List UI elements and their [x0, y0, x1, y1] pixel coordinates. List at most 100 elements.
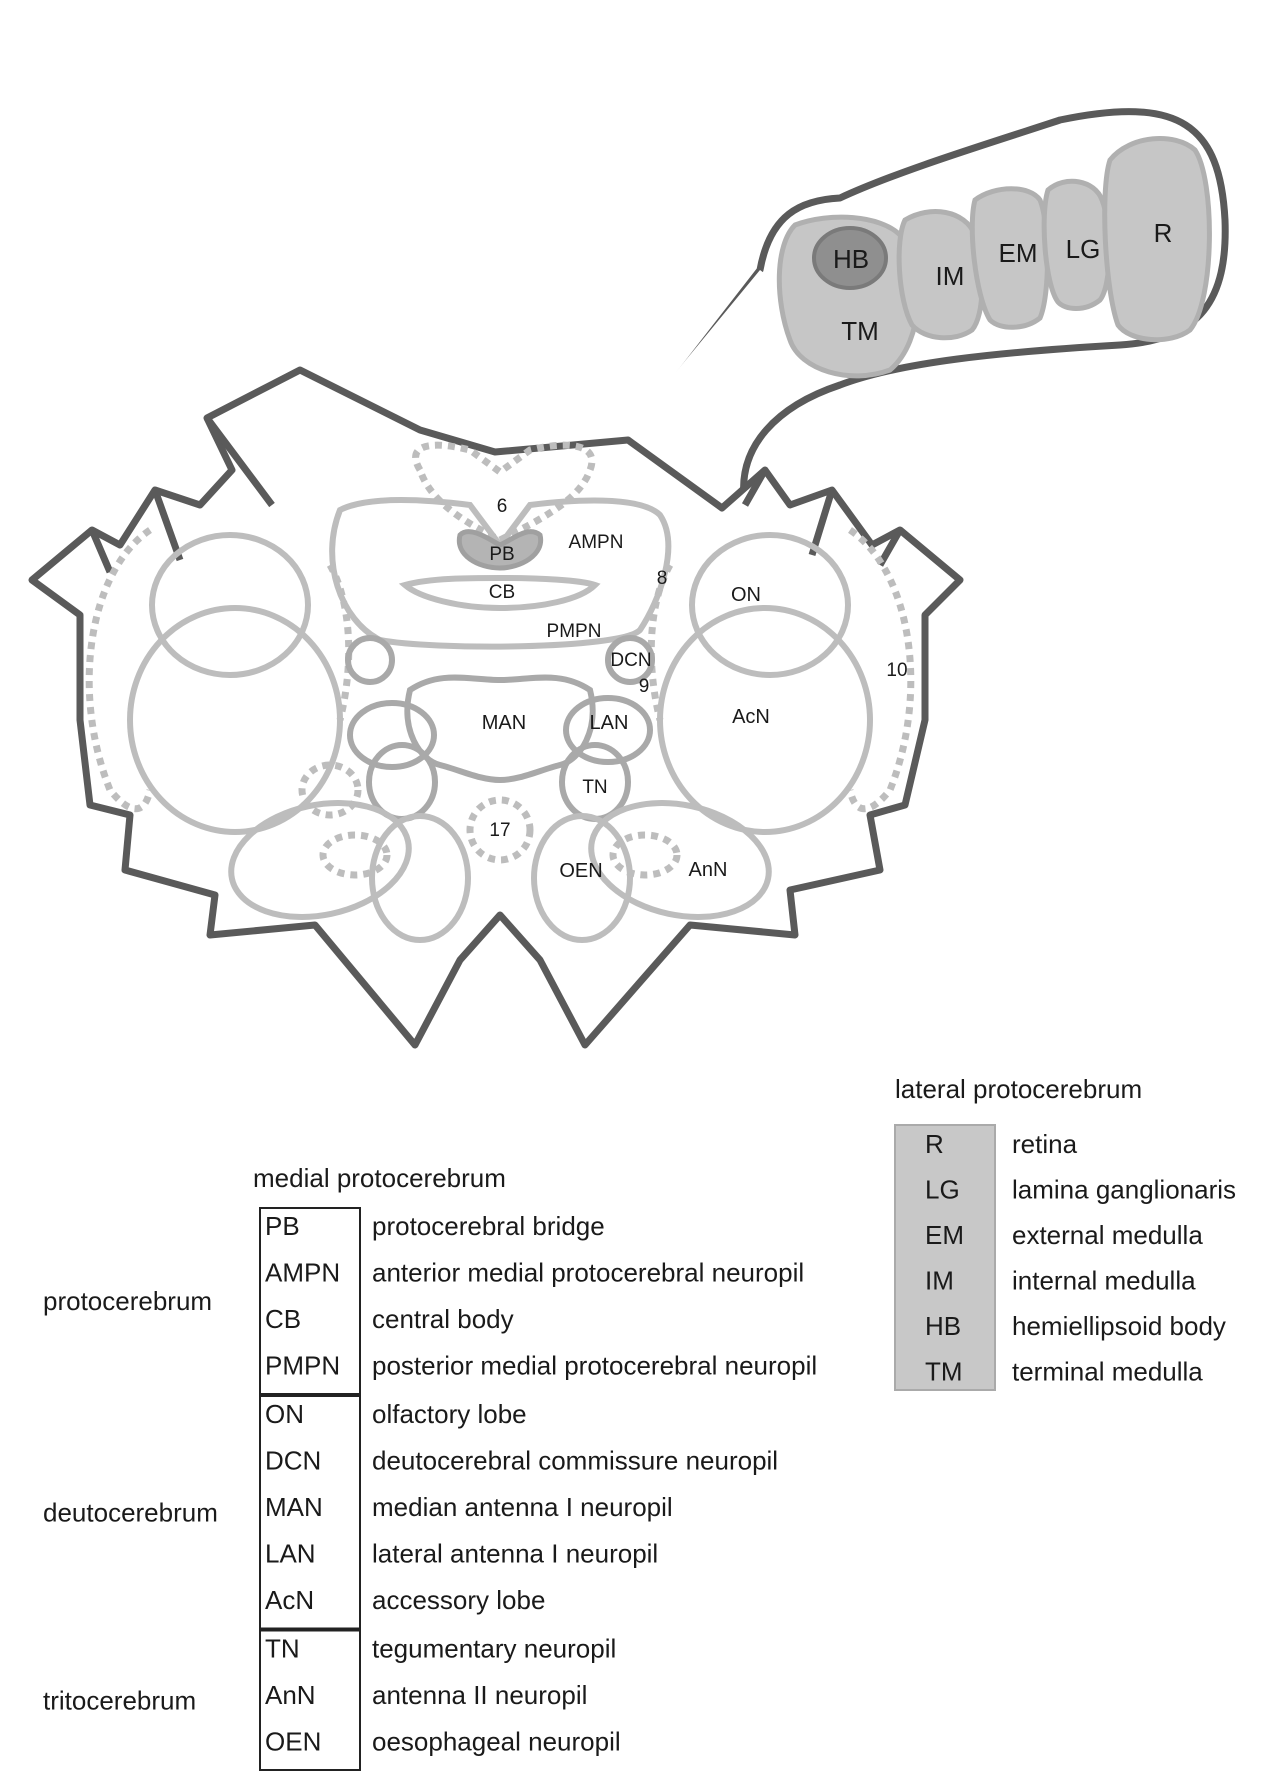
- legend-name: anterior medial protocerebral neuropil: [372, 1258, 804, 1288]
- legend-name: posterior medial protocerebral neuropil: [372, 1351, 817, 1381]
- label-17: 17: [489, 820, 510, 841]
- legend-abbr: LG: [925, 1175, 960, 1205]
- legend-name: oesophageal neuropil: [372, 1727, 621, 1757]
- region-oen-left: [369, 813, 471, 943]
- legend-name: protocerebral bridge: [372, 1211, 605, 1241]
- legend-abbr: AcN: [265, 1585, 314, 1615]
- region-17: [466, 796, 534, 864]
- region-8-right: [647, 563, 674, 721]
- legend-abbr: OEN: [265, 1727, 321, 1757]
- neuropils: [85, 441, 915, 943]
- legend-name: external medulla: [1012, 1220, 1203, 1250]
- label-r: R: [1154, 218, 1173, 248]
- legend-name: deutocerebral commissure neuropil: [372, 1446, 778, 1476]
- legend-abbr: AnN: [265, 1680, 316, 1710]
- region-ann-left-inner: [319, 831, 391, 879]
- region-ann-right-inner: [609, 831, 681, 879]
- region-labels: 6 PB AMPN 8 CB ON PMPN DCN 10 9 MAN LAN …: [482, 496, 908, 882]
- legend-abbr: AMPN: [265, 1258, 340, 1288]
- label-lan: LAN: [590, 712, 629, 734]
- lobe-im: [896, 209, 985, 341]
- region-dcn-left: [345, 635, 395, 685]
- label-acn: AcN: [732, 706, 770, 728]
- legend-name: median antenna I neuropil: [372, 1492, 673, 1522]
- region-lan-left: [347, 700, 437, 770]
- lateral-abbr-box: [894, 1124, 996, 1391]
- medial-heading: medial protocerebrum: [253, 1163, 506, 1193]
- eyestalk: HB TM IM EM LG R: [610, 108, 1229, 512]
- legend-name: hemiellipsoid body: [1012, 1311, 1226, 1341]
- legend-abbr: DCN: [265, 1446, 321, 1476]
- label-8: 8: [657, 568, 668, 589]
- label-pb: PB: [489, 544, 514, 565]
- label-dcn: DCN: [610, 650, 651, 671]
- legend-name: lateral antenna I neuropil: [372, 1539, 658, 1569]
- region-9-left: [298, 761, 362, 819]
- label-cb: CB: [489, 582, 515, 603]
- label-9: 9: [639, 676, 650, 697]
- region-10-right: [846, 527, 915, 813]
- label-ampn: AMPN: [569, 532, 624, 553]
- label-lg: LG: [1066, 234, 1101, 264]
- legend-name: retina: [1012, 1129, 1078, 1159]
- legend-group-box: [259, 1629, 361, 1771]
- label-im: IM: [936, 261, 965, 291]
- legend-abbr: TM: [925, 1357, 963, 1387]
- legend-name: internal medulla: [1012, 1266, 1196, 1296]
- legend-abbr: CB: [265, 1304, 301, 1334]
- label-hb: HB: [833, 244, 869, 274]
- region-lan-right: [563, 695, 653, 765]
- label-10: 10: [886, 660, 907, 681]
- label-pmpn: PMPN: [547, 621, 602, 642]
- medial-legend: medial protocerebrum protocerebrum PB prot…: [43, 1163, 817, 1771]
- region-ann-right: [588, 800, 772, 920]
- label-6: 6: [497, 496, 508, 517]
- legend-abbr: TN: [265, 1634, 300, 1664]
- legend-abbr: PMPN: [265, 1351, 340, 1381]
- region-pb: [456, 529, 544, 571]
- legend-abbr: MAN: [265, 1492, 323, 1522]
- label-on: ON: [731, 584, 761, 606]
- legend-abbr: ON: [265, 1399, 304, 1429]
- legend-abbr: HB: [925, 1311, 961, 1341]
- lobe-em: [969, 186, 1050, 330]
- legend-group-label: protocerebrum: [43, 1286, 212, 1316]
- legend-name: olfactory lobe: [372, 1399, 527, 1429]
- label-tm: TM: [841, 316, 879, 346]
- region-8-left: [326, 563, 353, 721]
- lobe-hb: [812, 226, 888, 290]
- left-flap: [88, 415, 275, 574]
- legend-group-label: tritocerebrum: [43, 1685, 196, 1715]
- region-10-left: [85, 527, 154, 813]
- region-on-right: [689, 532, 851, 678]
- legend-name: accessory lobe: [372, 1585, 545, 1615]
- label-tn: TN: [582, 777, 607, 798]
- eyestalk-stem: [610, 270, 800, 508]
- legend-name: central body: [372, 1304, 514, 1334]
- label-man: MAN: [482, 712, 526, 734]
- legend-group-box: [259, 1395, 361, 1630]
- region-cb: [398, 574, 601, 612]
- legend-name: tegumentary neuropil: [372, 1634, 616, 1664]
- legend-abbr: R: [925, 1129, 944, 1159]
- label-em: EM: [999, 238, 1038, 268]
- legend-name: terminal medulla: [1012, 1357, 1203, 1387]
- region-oen-right: [531, 813, 633, 943]
- lobe-lg: [1041, 178, 1112, 311]
- region-dcn-right: [605, 635, 655, 685]
- label-oen: OEN: [559, 860, 602, 882]
- legend-abbr: IM: [925, 1266, 954, 1296]
- region-6: [412, 441, 596, 544]
- legend-name: antenna II neuropil: [372, 1680, 587, 1710]
- legend-abbr: EM: [925, 1220, 964, 1250]
- legend-name: lamina ganglionaris: [1012, 1175, 1236, 1205]
- legend-abbr: LAN: [265, 1539, 316, 1569]
- legend-abbr: PB: [265, 1211, 300, 1241]
- region-ann-left: [228, 800, 412, 920]
- label-ann: AnN: [689, 859, 728, 881]
- legend-group-label: deutocerebrum: [43, 1497, 218, 1527]
- legend-group-box: [259, 1207, 361, 1395]
- right-flap: [741, 468, 904, 567]
